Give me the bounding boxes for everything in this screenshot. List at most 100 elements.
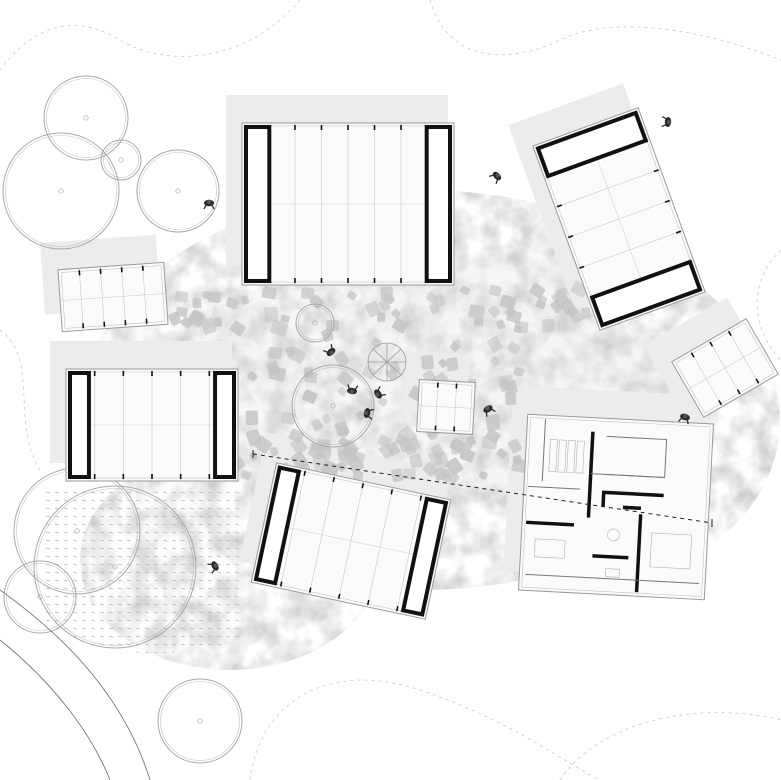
stepping-stone	[229, 320, 246, 337]
stepping-stone	[551, 290, 569, 308]
stepping-stone	[463, 441, 473, 451]
stepping-stone	[499, 294, 517, 310]
stepping-stone	[580, 307, 591, 319]
stepping-stone	[566, 306, 578, 318]
stepping-stone	[459, 448, 476, 463]
stepping-stone	[529, 283, 546, 299]
stepping-stone	[421, 355, 434, 370]
stepping-stone	[355, 410, 365, 421]
tree-nw-small	[100, 139, 142, 181]
stepping-stone	[404, 442, 417, 456]
stepping-stone	[446, 357, 459, 372]
stepping-stone	[507, 341, 521, 355]
figure-7	[363, 408, 375, 420]
stepping-stone	[377, 397, 388, 407]
stepping-stone	[200, 317, 217, 335]
stepping-stone	[192, 297, 202, 309]
figure-8	[483, 405, 496, 417]
stepping-stone	[311, 418, 323, 431]
stepping-stone	[312, 453, 329, 472]
stepping-stone	[361, 366, 376, 380]
figure-3	[661, 116, 672, 128]
stepping-stone	[347, 290, 357, 301]
pavilion-west	[65, 368, 239, 482]
stepping-stone	[268, 365, 287, 382]
stepping-stone	[499, 378, 513, 391]
stepping-stone	[261, 285, 277, 300]
tree-n	[136, 149, 220, 233]
stepping-stone	[488, 284, 502, 297]
stepping-stone	[438, 358, 448, 368]
stepping-stone	[485, 413, 501, 431]
stepping-stone	[392, 318, 408, 334]
stepping-stone	[337, 370, 354, 388]
figure-1	[203, 199, 215, 210]
pavilion-south	[250, 462, 452, 620]
stepping-stone	[386, 441, 401, 456]
stepping-stone	[452, 339, 462, 349]
tree-center-small	[295, 303, 335, 343]
road-curve	[0, 589, 151, 780]
stepping-stone	[304, 371, 318, 383]
stepping-stone	[507, 438, 522, 454]
stepping-stone	[496, 319, 506, 330]
stepping-stone	[490, 356, 500, 367]
stepping-stone	[336, 461, 347, 472]
stepping-stone	[225, 297, 239, 310]
stepping-stone	[321, 328, 334, 343]
pavilion-small-east	[671, 318, 779, 418]
stepping-stone	[504, 306, 517, 318]
figure-2	[489, 171, 502, 184]
stepping-stone	[264, 306, 279, 323]
stepping-stone	[290, 437, 308, 455]
stepping-stone	[449, 438, 466, 454]
stepping-stone	[386, 368, 399, 381]
stepping-stone	[460, 285, 471, 295]
pavilion-northeast	[532, 107, 706, 331]
stepping-stone	[280, 314, 290, 323]
stepping-stone	[395, 434, 408, 446]
stepping-stone	[513, 366, 525, 377]
stepping-stone	[377, 312, 386, 322]
stepping-stone	[316, 438, 331, 451]
buildings	[57, 107, 779, 620]
stepping-stone	[542, 318, 554, 333]
pavilion-small-west	[57, 261, 169, 333]
house-southeast	[517, 413, 715, 601]
stepping-stone	[269, 446, 279, 457]
stepping-stone	[441, 468, 451, 477]
stepping-stone	[175, 306, 188, 318]
stepping-stone	[240, 470, 252, 480]
stepping-stone	[478, 471, 488, 480]
figure-5	[347, 384, 359, 395]
stepping-stone	[474, 317, 484, 326]
stepping-stone	[337, 386, 348, 397]
stepping-stone	[187, 309, 206, 328]
stepping-stone	[281, 411, 296, 425]
tree-center	[291, 364, 375, 448]
stepping-stone	[496, 448, 508, 459]
stepping-stone	[245, 410, 259, 426]
hatched-lawn	[45, 490, 240, 654]
figure-4	[323, 344, 336, 357]
stepping-stone	[174, 290, 189, 303]
stepping-stone	[430, 443, 444, 458]
figure-9	[678, 413, 690, 425]
stepping-stone	[488, 305, 501, 318]
section-cut-line	[252, 450, 713, 527]
stepping-stone	[379, 299, 391, 312]
stepping-stone	[352, 470, 364, 480]
stepping-stone	[301, 287, 315, 300]
figure-10	[207, 561, 219, 574]
tree-sw-large	[33, 485, 197, 649]
people-figures	[203, 116, 690, 574]
stepping-stone	[334, 350, 350, 367]
stepping-stone	[468, 304, 485, 320]
stepping-stone	[326, 320, 340, 332]
tree-sw-small	[3, 560, 77, 634]
tree-canopies	[2, 75, 375, 764]
tree-nw-mid	[2, 132, 120, 250]
umbrella-circle	[367, 342, 407, 382]
stepping-stone	[487, 336, 503, 353]
